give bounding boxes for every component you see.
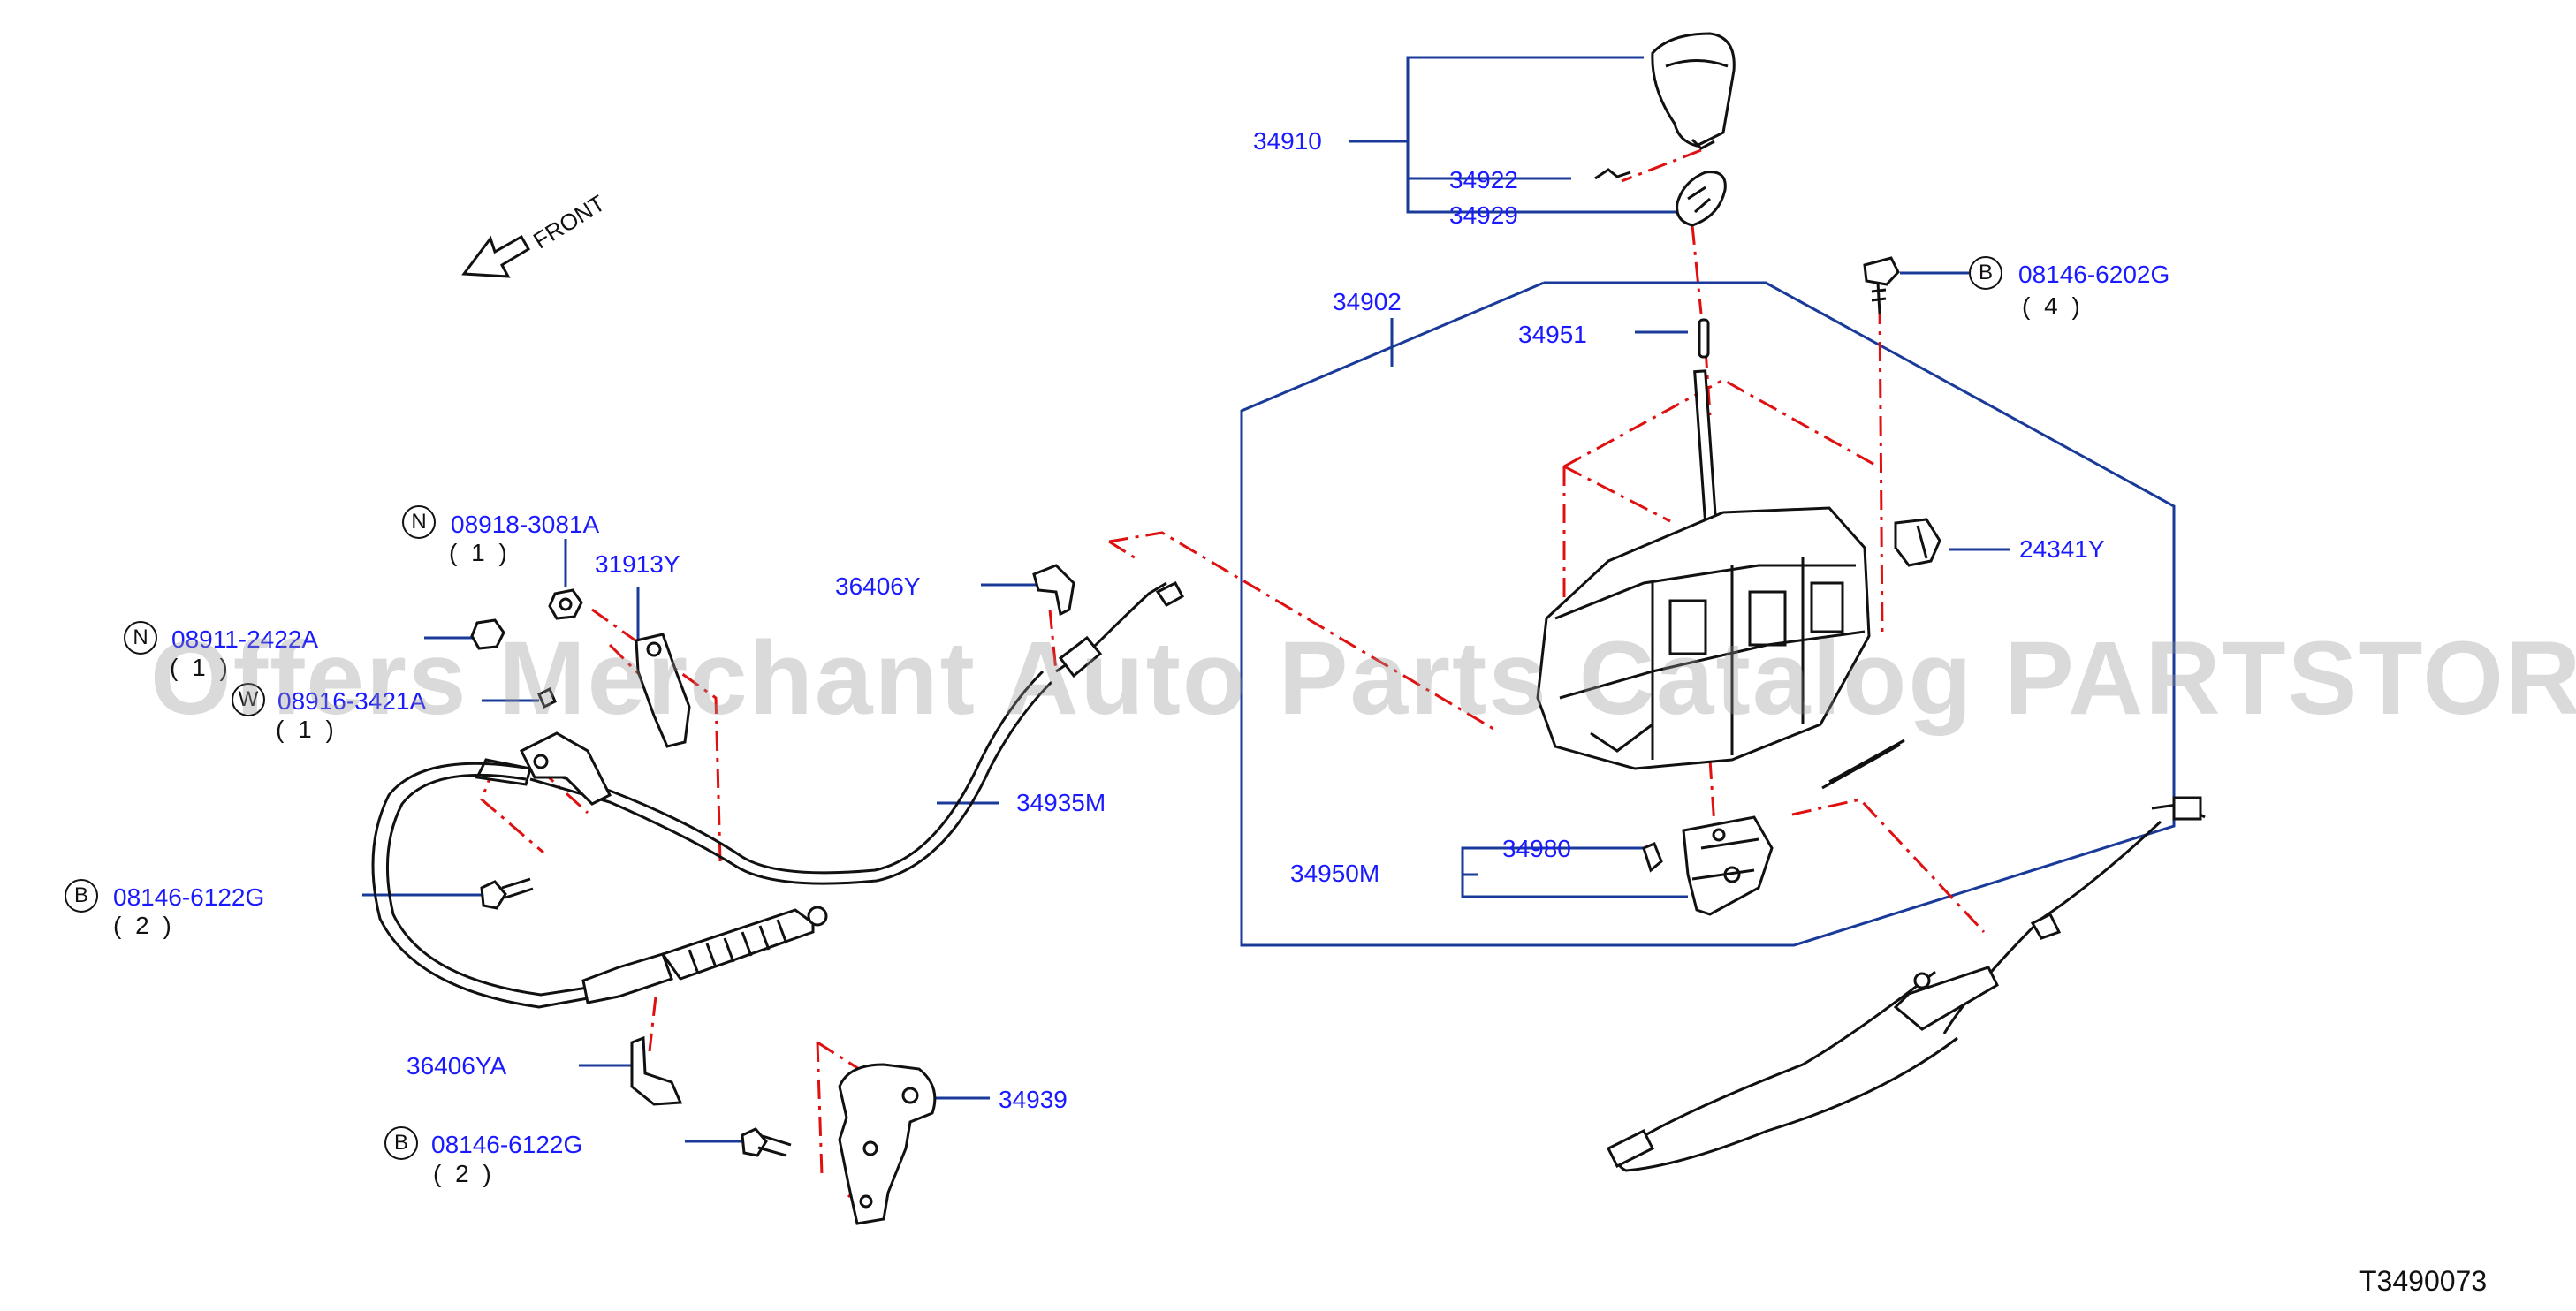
- nut-08918-3081A: [548, 588, 583, 620]
- label-34935M[interactable]: 34935M: [1016, 789, 1106, 816]
- qty-08916-3421A: ( 1 ): [276, 716, 338, 743]
- label-36406Y[interactable]: 36406Y: [835, 572, 921, 600]
- label-08911-2422A[interactable]: 08911-2422A: [171, 625, 319, 653]
- bracket-31913Y: [635, 633, 691, 748]
- bracket-36406YA: [630, 1035, 683, 1106]
- switch-24341Y: [1894, 518, 1941, 567]
- bracket-34939: [838, 1063, 937, 1225]
- qty-08146-6202G: ( 4 ): [2022, 292, 2084, 320]
- prefix-badge-n: N: [402, 505, 436, 539]
- leader-lines: [362, 56, 2176, 1143]
- label-34910[interactable]: 34910: [1253, 127, 1322, 155]
- qty-08146-6122G: ( 2 ): [433, 1160, 495, 1187]
- shift-knob-34910: [1651, 32, 1736, 150]
- label-34980[interactable]: 34980: [1502, 835, 1571, 862]
- shifter-assembly-34902: [1536, 369, 1905, 790]
- label-24341Y[interactable]: 24341Y: [2019, 535, 2105, 563]
- pin-34980: [1642, 842, 1663, 873]
- right-cable: [1606, 796, 2206, 1172]
- bolt-08146-6122G-bottom: [741, 1127, 792, 1157]
- nut-08911-2422A: [470, 618, 505, 650]
- qty-08146-6122G: ( 2 ): [113, 912, 175, 939]
- label-08918-3081A[interactable]: 08918-3081A: [451, 511, 600, 538]
- prefix-badge-w: W: [232, 683, 265, 716]
- cable-34935M: [371, 581, 1185, 1009]
- label-34951[interactable]: 34951: [1518, 321, 1587, 348]
- boot-34929: [1676, 171, 1727, 227]
- bracket-36406Y: [1032, 564, 1075, 617]
- bracket-cable-end: [519, 731, 612, 806]
- label-08146-6202G[interactable]: 08146-6202G: [2018, 261, 2170, 288]
- bolt-08146-6122G-left: [480, 877, 534, 910]
- prefix-badge-n: N: [124, 621, 157, 655]
- label-34929[interactable]: 34929: [1449, 201, 1518, 229]
- label-08146-6122G[interactable]: 08146-6122G: [113, 883, 265, 911]
- label-36406YA[interactable]: 36406YA: [407, 1052, 507, 1080]
- label-34939[interactable]: 34939: [999, 1086, 1068, 1113]
- bolt-08146-6202G: [1863, 256, 1900, 314]
- clip-34922: [1594, 168, 1631, 180]
- qty-08911-2422A: ( 1 ): [170, 654, 232, 681]
- label-08146-6122G[interactable]: 08146-6122G: [431, 1131, 583, 1158]
- pin-34951: [1698, 318, 1710, 359]
- label-34950M[interactable]: 34950M: [1290, 860, 1380, 887]
- prefix-badge-b: B: [65, 879, 98, 913]
- label-34902[interactable]: 34902: [1333, 288, 1402, 315]
- bracket-34950M: [1682, 815, 1774, 916]
- washer-08916-3421A: [537, 686, 557, 709]
- diagram-code: T3490073: [2359, 1265, 2488, 1297]
- label-34922[interactable]: 34922: [1449, 166, 1518, 193]
- qty-08918-3081A: ( 1 ): [449, 539, 511, 566]
- label-08916-3421A[interactable]: 08916-3421A: [277, 687, 427, 715]
- prefix-badge-b: B: [1969, 256, 2002, 290]
- prefix-badge-b: B: [384, 1126, 418, 1160]
- front-arrow-icon: [461, 234, 531, 278]
- label-31913Y[interactable]: 31913Y: [595, 550, 680, 578]
